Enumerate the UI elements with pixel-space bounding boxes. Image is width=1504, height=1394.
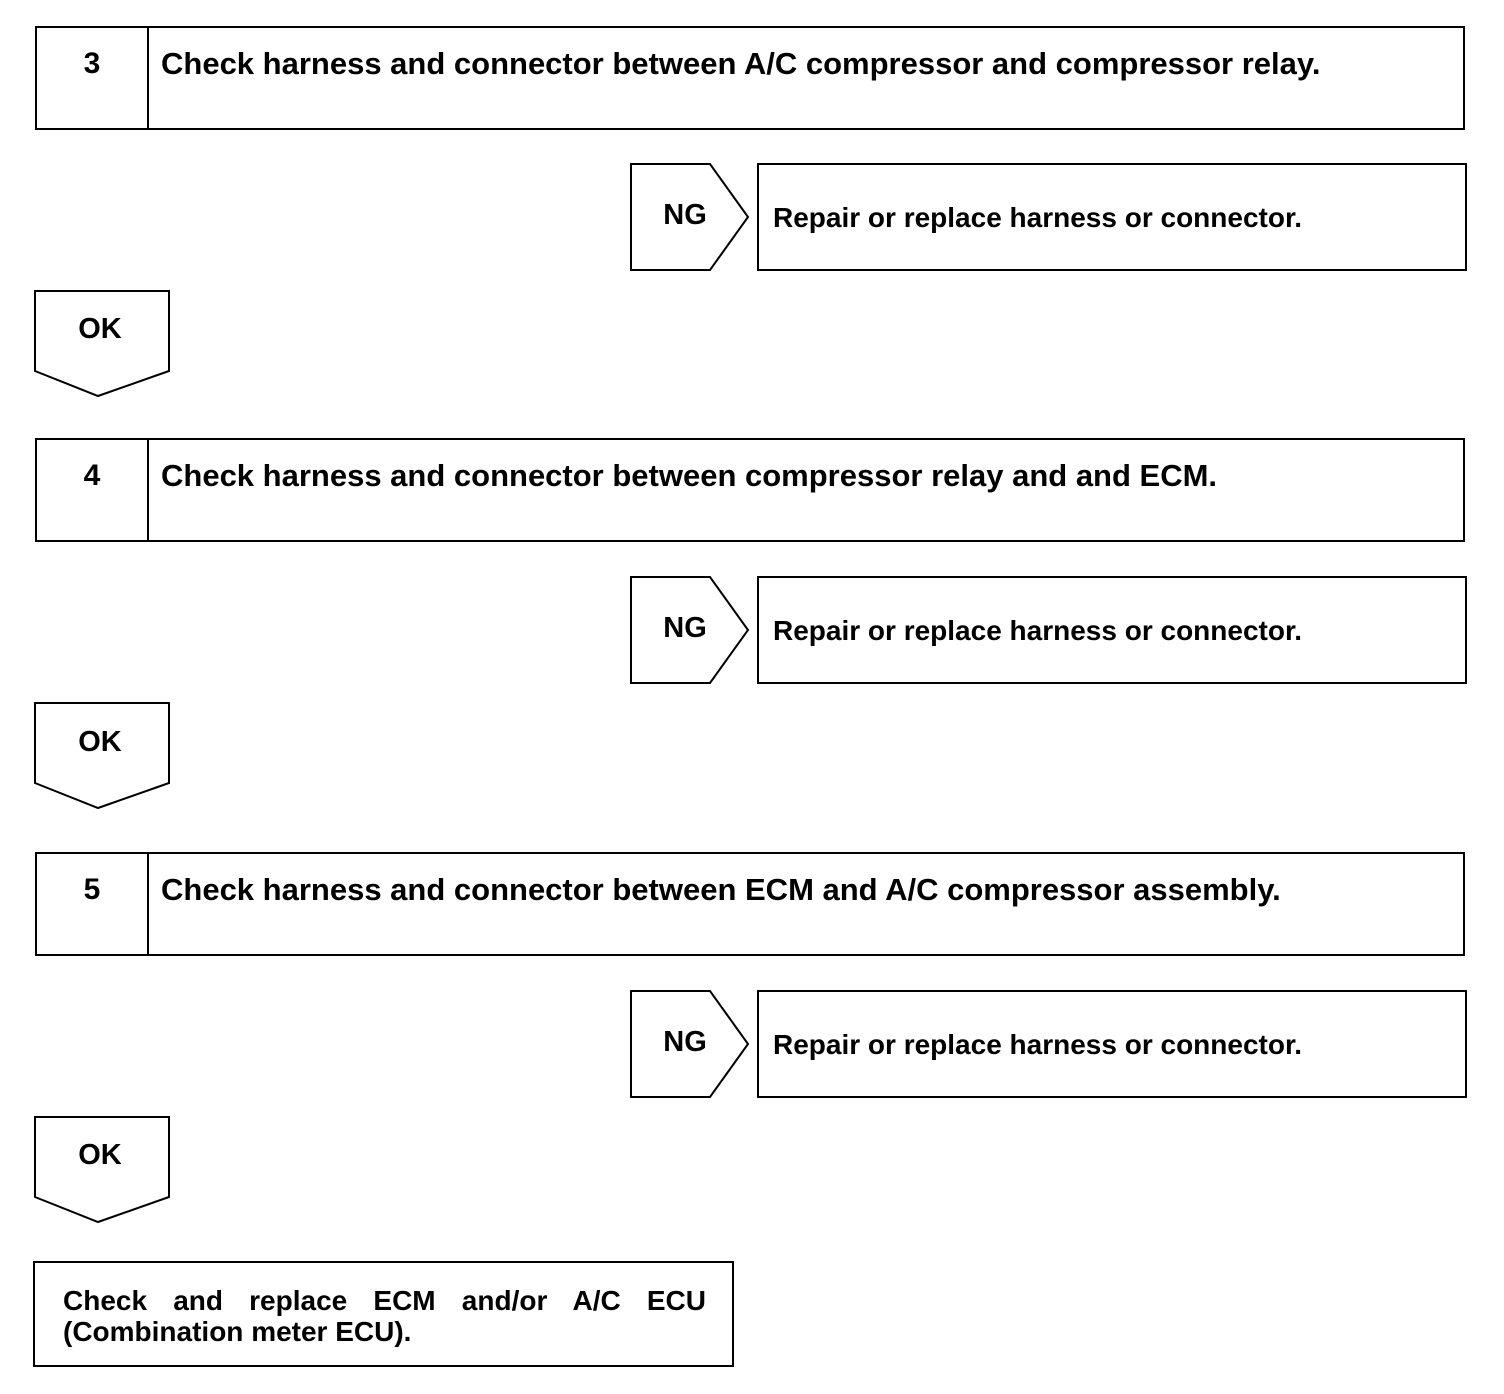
final-action-line-2: (Combination meter ECU). [63,1316,412,1347]
ng-action-step-5: Repair or replace harness or connector. [757,990,1467,1098]
ok-label: OK [78,726,122,758]
step-3-box: 3 Check harness and connector between A/… [35,26,1465,130]
step-description: Check harness and connector between A/C … [161,46,1321,81]
step-number: 4 [37,440,149,540]
ok-arrow-step-3 [34,290,170,398]
final-action-line-1: Check and replace ECM and/or A/C ECU [63,1285,706,1316]
ok-arrow-step-5 [34,1116,170,1224]
ng-arrow-step-3 [630,163,750,271]
ok-label: OK [78,313,122,345]
ng-label: NG [663,612,707,644]
step-description: Check harness and connector between ECM … [161,872,1281,907]
step-description: Check harness and connector between comp… [161,458,1218,493]
ng-label: NG [663,199,707,231]
step-number: 5 [37,854,149,954]
ng-arrow-step-4 [630,576,750,684]
ng-label: NG [663,1026,707,1058]
ng-arrow-step-5 [630,990,750,1098]
final-action-box: Check and replace ECM and/or A/C ECU (Co… [33,1261,734,1367]
ok-arrow-step-4 [34,702,170,810]
step-5-box: 5 Check harness and connector between EC… [35,852,1465,956]
step-number: 3 [37,28,149,128]
step-4-box: 4 Check harness and connector between co… [35,438,1465,542]
ng-action-step-4: Repair or replace harness or connector. [757,576,1467,684]
ok-label: OK [78,1139,122,1171]
ng-action-step-3: Repair or replace harness or connector. [757,163,1467,271]
